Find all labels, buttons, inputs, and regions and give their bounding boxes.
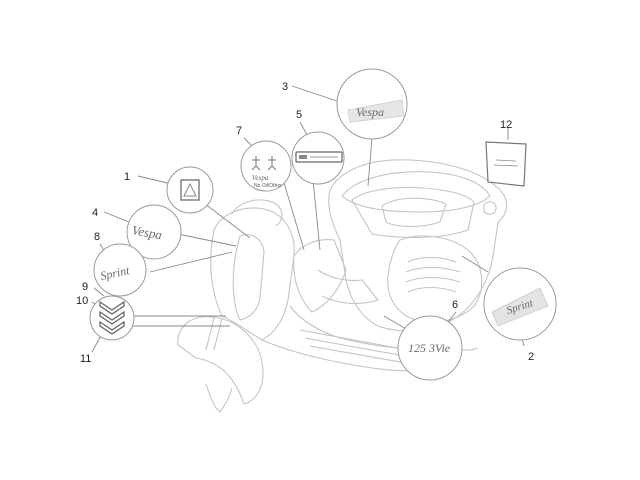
chevron-icon-10 (99, 310, 125, 325)
callout-4: 4 (92, 207, 98, 219)
callout-numbers: 1 2 3 4 5 6 7 8 9 10 11 12 (76, 81, 534, 365)
scooter-drawing (177, 159, 508, 413)
vespa-top-text: Vespa (356, 105, 384, 119)
leader-6 (447, 311, 457, 323)
tunnel-top (317, 269, 379, 305)
person-icon-2 (267, 156, 277, 171)
front-fender-tip (205, 383, 233, 413)
callout-9: 9 (82, 281, 88, 293)
callout-7: 7 (236, 125, 242, 137)
pictogram-vespa-text: Vespa (252, 174, 269, 182)
detail-bubbles (89, 68, 557, 381)
leader-2b (461, 255, 489, 273)
seat-rim (341, 171, 491, 213)
callout-2: 2 (528, 351, 534, 363)
front-shock (205, 317, 223, 351)
badge-125-text: 125 3Vie (408, 341, 451, 355)
callout-3: 3 (282, 81, 288, 93)
bubble-6 (397, 315, 463, 381)
callout-10: 10 (76, 295, 88, 307)
leg-shield-inner (232, 234, 265, 321)
callout-1: 1 (124, 171, 130, 183)
rear-light (483, 201, 497, 215)
seat-well (351, 187, 475, 239)
leader-3b (367, 137, 373, 187)
rear-body (328, 159, 508, 332)
leader-8b (149, 251, 233, 273)
pictogram-caption: No Oil/Other (254, 183, 282, 189)
callout-6: 6 (452, 299, 458, 311)
decal-emblem (180, 179, 200, 201)
decal-warning-card (485, 141, 527, 187)
leg-shield (210, 207, 295, 341)
chevron-stack (99, 300, 125, 335)
decal-sprint-front: Sprint (99, 263, 131, 283)
vespa-front-text: Vespa (131, 222, 164, 242)
decal-sprint-side: Sprint (491, 287, 549, 327)
callout-12: 12 (500, 119, 512, 131)
leader-7b (281, 175, 305, 251)
bubble-8 (93, 243, 147, 297)
callout-11: 11 (80, 353, 91, 365)
sprint-front-text: Sprint (99, 263, 131, 283)
decal-pictogram: Vespa No Oil/Other (251, 156, 282, 189)
callout-5: 5 (296, 109, 302, 121)
leader-1b (199, 199, 251, 239)
headset (231, 199, 283, 227)
side-cowl (387, 235, 483, 323)
decal-vespa-top: Vespa (347, 99, 405, 123)
bubble-7 (240, 140, 292, 192)
decal-vespa-front: Vespa (131, 222, 164, 242)
callout-8: 8 (94, 231, 100, 243)
chevron-icon-11 (99, 320, 125, 335)
decal-125: 125 3Vie (408, 341, 451, 355)
person-icon (251, 156, 261, 171)
front-fender (177, 316, 264, 405)
chevron-icon-9 (99, 300, 125, 315)
leader-4b (177, 233, 237, 247)
leader-9 (93, 287, 105, 297)
bubble-4 (126, 204, 182, 260)
tunnel (293, 239, 347, 313)
helmet-bay (381, 197, 447, 228)
decal-label-strip (295, 151, 343, 163)
side-cowl-vents (405, 256, 461, 293)
